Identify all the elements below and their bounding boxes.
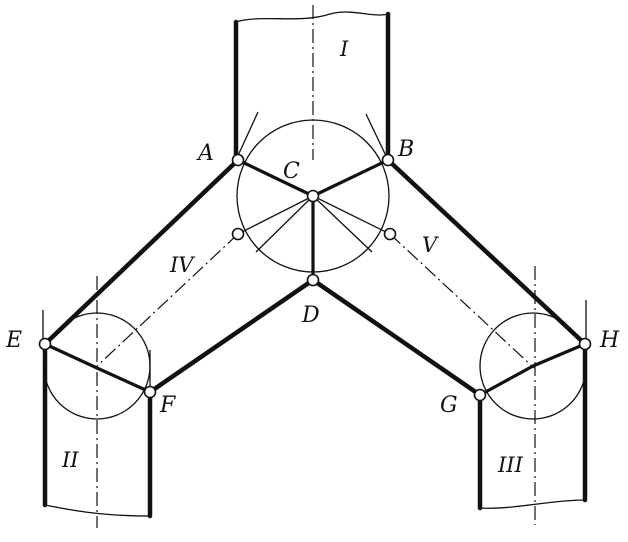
links bbox=[43, 158, 587, 397]
label-h: H bbox=[599, 328, 620, 353]
link-left-f bbox=[95, 366, 152, 394]
member-iii bbox=[477, 266, 588, 525]
member-labels: I II III IV V bbox=[61, 37, 524, 477]
joint-h bbox=[578, 337, 592, 351]
label-g: G bbox=[440, 393, 458, 418]
label-member-iii: III bbox=[497, 453, 524, 477]
label-member-ii: II bbox=[61, 448, 79, 472]
member-i bbox=[233, 5, 391, 163]
member-ii bbox=[42, 276, 153, 528]
spider-lines bbox=[237, 195, 391, 253]
joint-right-inner bbox=[383, 227, 397, 241]
link-b-c bbox=[311, 158, 390, 198]
label-c: C bbox=[283, 159, 300, 184]
centerline-v bbox=[389, 233, 535, 369]
member-iv bbox=[42, 157, 316, 395]
right-circle bbox=[479, 312, 587, 420]
label-e: E bbox=[5, 328, 22, 353]
centerline-iv bbox=[94, 233, 239, 369]
joint-f bbox=[143, 385, 157, 399]
joint-b bbox=[381, 153, 395, 167]
link-a-c bbox=[236, 158, 315, 198]
joint-g bbox=[473, 388, 487, 402]
label-f: F bbox=[159, 393, 176, 418]
point-labels: A B C D E F G H bbox=[5, 137, 620, 418]
label-d: D bbox=[301, 303, 320, 328]
link-right-g bbox=[478, 364, 535, 397]
label-member-v: V bbox=[422, 233, 439, 257]
joint-a bbox=[231, 153, 245, 167]
label-member-iv: IV bbox=[169, 253, 195, 277]
tangent-a bbox=[235, 111, 259, 161]
link-e-left bbox=[43, 342, 99, 370]
joint-left-inner bbox=[231, 227, 245, 241]
joint-e bbox=[38, 337, 52, 351]
label-b: B bbox=[397, 137, 414, 162]
tangent-b bbox=[365, 113, 389, 161]
label-a: A bbox=[196, 141, 214, 166]
joint-c bbox=[306, 189, 320, 203]
link-h-right bbox=[531, 342, 587, 368]
member-v bbox=[310, 157, 588, 398]
label-member-i: I bbox=[339, 37, 349, 61]
joint-d bbox=[306, 273, 320, 287]
joints bbox=[38, 153, 592, 402]
